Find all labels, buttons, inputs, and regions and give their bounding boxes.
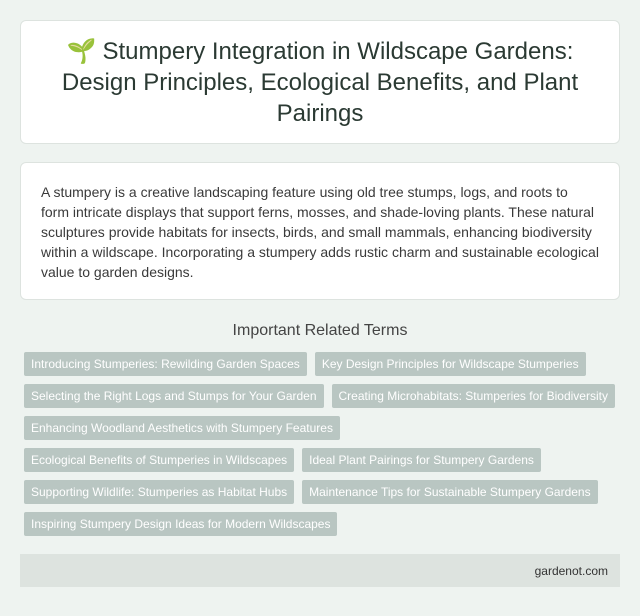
description-card: A stumpery is a creative landscaping fea… bbox=[20, 162, 620, 300]
title-card: 🌱Stumpery Integration in Wildscape Garde… bbox=[20, 20, 620, 144]
term-tag[interactable]: Selecting the Right Logs and Stumps for … bbox=[24, 384, 324, 408]
related-terms-heading: Important Related Terms bbox=[232, 322, 408, 339]
related-terms-list: Introducing Stumperies: Rewilding Garden… bbox=[20, 352, 620, 536]
term-tag[interactable]: Ecological Benefits of Stumperies in Wil… bbox=[24, 448, 295, 472]
footer-site-link[interactable]: gardenot.com bbox=[534, 563, 608, 578]
page-title: 🌱Stumpery Integration in Wildscape Garde… bbox=[45, 36, 595, 129]
term-tag[interactable]: Ideal Plant Pairings for Stumpery Garden… bbox=[302, 448, 541, 472]
term-tag[interactable]: Enhancing Woodland Aesthetics with Stump… bbox=[24, 416, 340, 440]
page-title-text: Stumpery Integration in Wildscape Garden… bbox=[61, 37, 579, 127]
term-tag[interactable]: Key Design Principles for Wildscape Stum… bbox=[314, 352, 586, 376]
term-tag[interactable]: Creating Microhabitats: Stumperies for B… bbox=[331, 384, 615, 408]
term-tag[interactable]: Inspiring Stumpery Design Ideas for Mode… bbox=[24, 512, 338, 536]
term-tag[interactable]: Supporting Wildlife: Stumperies as Habit… bbox=[24, 480, 295, 504]
footer: gardenot.com bbox=[20, 554, 620, 587]
term-tag[interactable]: Maintenance Tips for Sustainable Stumper… bbox=[302, 480, 598, 504]
page: 🌱Stumpery Integration in Wildscape Garde… bbox=[20, 20, 620, 587]
sprout-icon: 🌱 bbox=[66, 37, 97, 65]
description-text: A stumpery is a creative landscaping fea… bbox=[41, 184, 599, 280]
term-tag[interactable]: Introducing Stumperies: Rewilding Garden… bbox=[24, 352, 307, 376]
